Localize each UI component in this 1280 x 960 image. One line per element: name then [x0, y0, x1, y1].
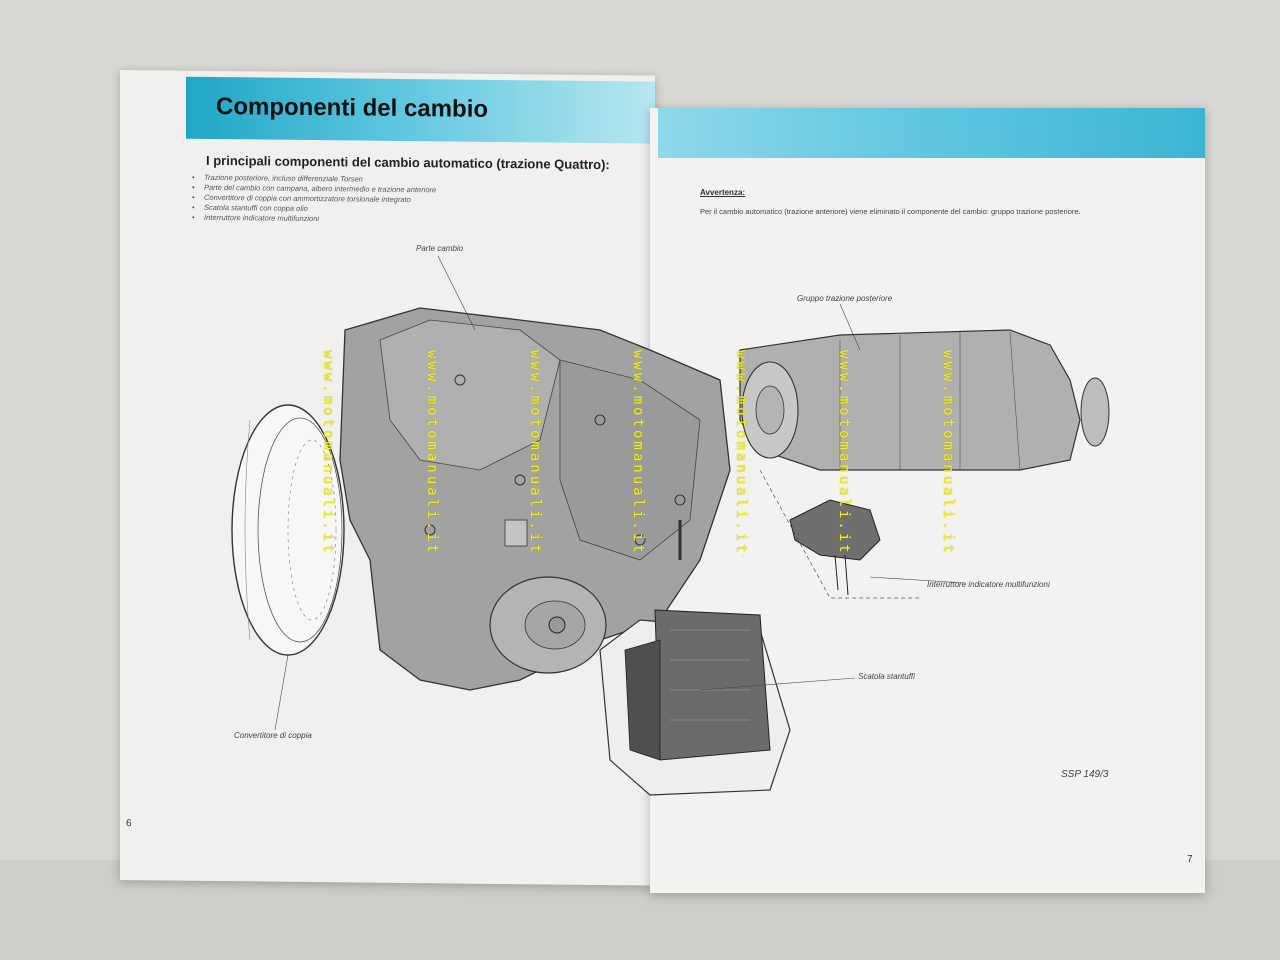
page-number-left: 6: [126, 818, 132, 830]
label-valve-body: Scatola stantuffi: [858, 672, 915, 681]
list-item: Interruttore indicatore multifunzioni: [204, 213, 436, 225]
header-band: [658, 108, 1205, 158]
watermark-text: www.motomanuali.it: [320, 350, 336, 556]
watermark-text: www.motomanuali.it: [424, 350, 440, 556]
watermark-text: www.motomanuali.it: [836, 350, 852, 556]
note-heading: Avvertenza:: [700, 188, 746, 197]
watermark-text: www.motomanuali.it: [630, 350, 646, 556]
label-rear-drive: Gruppo trazione posteriore: [797, 294, 893, 303]
watermark-text: www.motomanuali.it: [527, 350, 543, 556]
note-text: Per il cambio automatico (trazione anter…: [700, 207, 1081, 216]
component-list: Trazione posteriore, incluso differenzia…: [204, 173, 436, 225]
watermark-text: www.motomanuali.it: [940, 350, 956, 556]
page-subtitle: I principali componenti del cambio autom…: [206, 152, 610, 173]
label-gearbox-part: Parte cambio: [416, 244, 464, 253]
watermark-text: www.motomanuali.it: [733, 350, 749, 556]
label-multifunction-switch: Interruttore indicatore multifunzioni: [927, 580, 1050, 589]
label-torque-converter: Convertitore di coppia: [234, 731, 312, 740]
ssp-code: SSP 149/3: [1061, 769, 1109, 780]
left-page: Componenti del cambio I principali compo…: [120, 70, 655, 886]
page-number-right: 7: [1187, 854, 1193, 865]
page-title: Componenti del cambio: [216, 93, 489, 123]
